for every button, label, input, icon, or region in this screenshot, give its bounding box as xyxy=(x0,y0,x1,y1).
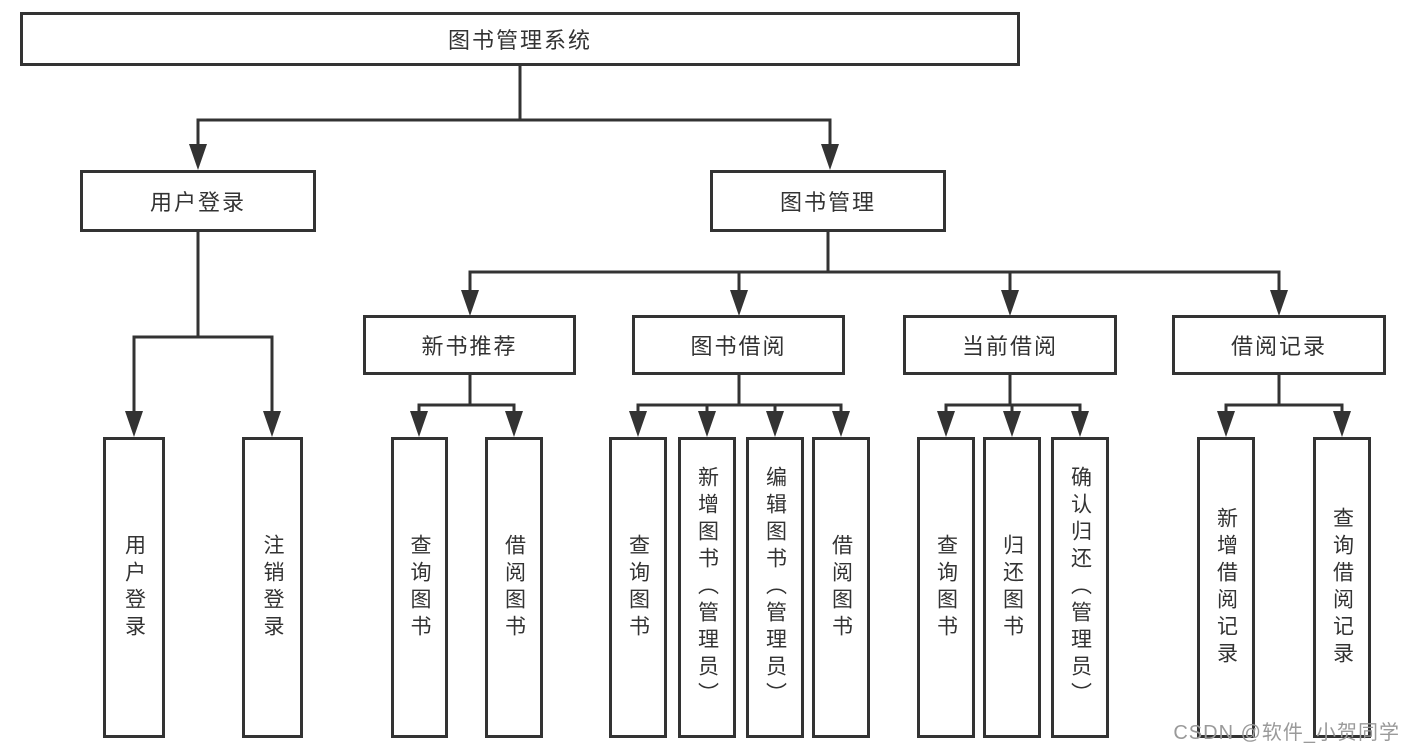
node-label: 新增图书（管理员） xyxy=(695,466,719,709)
node-label: 借阅图书 xyxy=(829,533,853,642)
node-label: 编辑图书（管理员） xyxy=(763,466,787,709)
node-label: 借阅图书 xyxy=(502,533,526,642)
node-leaf-borrow-books-borrowing: 借阅图书 xyxy=(812,437,870,738)
node-book-management-branch: 图书管理 xyxy=(710,170,946,232)
node-label: 用户登录 xyxy=(149,190,246,215)
node-leaf-query-books-recommend: 查询图书 xyxy=(391,437,448,738)
node-label: 注销登录 xyxy=(261,533,284,642)
node-label: 新书推荐 xyxy=(421,334,518,359)
node-leaf-borrow-books-recommend: 借阅图书 xyxy=(485,437,543,738)
node-label: 新增借阅记录 xyxy=(1214,506,1238,669)
node-leaf-edit-books-admin: 编辑图书（管理员） xyxy=(746,437,804,738)
node-label: 用户登录 xyxy=(122,533,146,642)
node-leaf-query-books-borrowing: 查询图书 xyxy=(609,437,667,738)
node-label: 归还图书 xyxy=(1000,533,1024,642)
node-label: 图书管理系统 xyxy=(447,28,592,53)
node-user-login-branch: 用户登录 xyxy=(80,170,316,232)
node-leaf-logout: 注销登录 xyxy=(242,437,303,738)
node-leaf-confirm-return-admin: 确认归还（管理员） xyxy=(1051,437,1109,738)
node-label: 借阅记录 xyxy=(1230,334,1327,359)
node-leaf-add-books-admin: 新增图书（管理员） xyxy=(678,437,736,738)
node-book-borrowing: 图书借阅 xyxy=(632,315,845,375)
node-leaf-user-login: 用户登录 xyxy=(103,437,165,738)
node-label: 查询图书 xyxy=(408,533,431,642)
node-leaf-return-books: 归还图书 xyxy=(983,437,1041,738)
node-label: 确认归还（管理员） xyxy=(1068,466,1092,709)
node-new-book-recommendation: 新书推荐 xyxy=(363,315,576,375)
node-borrowing-records: 借阅记录 xyxy=(1172,315,1386,375)
node-leaf-query-borrow-record: 查询借阅记录 xyxy=(1313,437,1371,738)
node-label: 图书借阅 xyxy=(690,334,787,359)
node-current-borrowing: 当前借阅 xyxy=(903,315,1117,375)
csdn-watermark: CSDN @软件_小贺同学 xyxy=(1173,722,1400,744)
arrowheads xyxy=(125,144,1351,437)
node-label: 查询图书 xyxy=(626,533,650,642)
node-library-management-system: 图书管理系统 xyxy=(20,12,1020,66)
node-label: 查询图书 xyxy=(934,533,958,642)
node-leaf-add-borrow-record: 新增借阅记录 xyxy=(1197,437,1255,738)
node-leaf-query-books-current: 查询图书 xyxy=(917,437,975,738)
node-label: 查询借阅记录 xyxy=(1330,506,1354,669)
node-label: 当前借阅 xyxy=(961,334,1058,359)
node-label: 图书管理 xyxy=(779,190,876,215)
